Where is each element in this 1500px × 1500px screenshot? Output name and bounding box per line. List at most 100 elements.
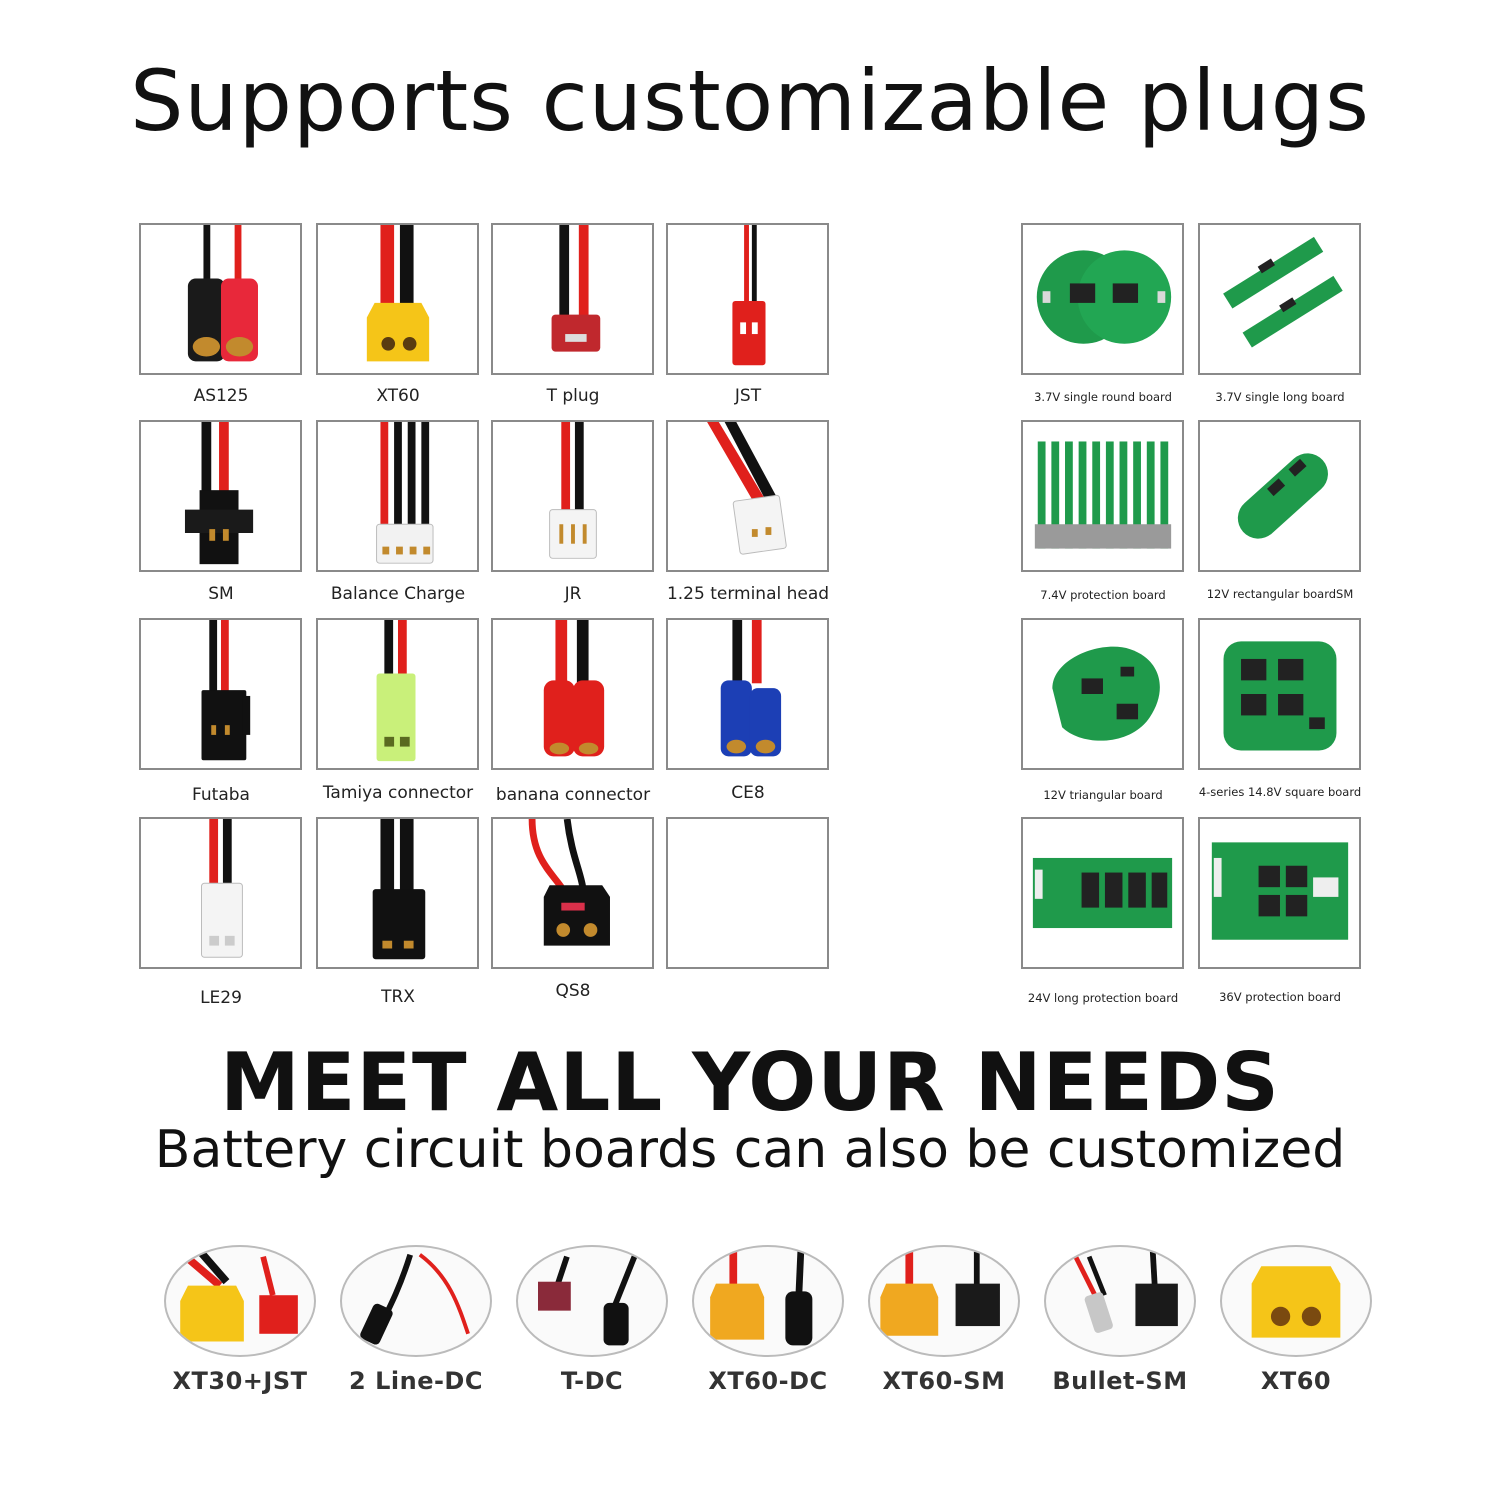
- combo-bullet-sm: Bullet-SM: [1044, 1245, 1196, 1395]
- board-cell-triangle: [1021, 618, 1184, 770]
- combo-oval: [692, 1245, 844, 1357]
- combo-label-xt60-dc: XT60-DC: [708, 1367, 828, 1395]
- board-label-24v: 24V long protection board: [1027, 991, 1179, 1005]
- combo-t-dc: T-DC: [516, 1245, 668, 1395]
- board-label-36v: 36V protection board: [1219, 990, 1341, 1004]
- plug-label-jr: JR: [564, 584, 582, 604]
- board-grid: 3.7V single round board 3.7V single long…: [1021, 223, 1361, 1013]
- square-board-icon: [1223, 641, 1337, 751]
- plug-cell-as125: [139, 223, 302, 375]
- plug-cell-ce8: [666, 618, 829, 770]
- board-cell-round: [1021, 223, 1184, 375]
- combo-label-2-line-dc: 2 Line-DC: [349, 1367, 483, 1395]
- xt60-combo-icon: [1251, 1266, 1341, 1338]
- plug-label-banana: banana connector: [495, 785, 651, 805]
- plug-label-qs8: QS8: [555, 981, 591, 1001]
- combo-label-xt60-sm: XT60-SM: [882, 1367, 1006, 1395]
- as125-plug-icon: [187, 225, 258, 362]
- terminal-head-plug-icon: [707, 422, 787, 555]
- sm-plug-icon: [184, 422, 254, 565]
- board-label-74v: 7.4V protection board: [1040, 588, 1166, 602]
- combo-label-t-dc: T-DC: [560, 1367, 624, 1395]
- plug-cell-t-plug: [491, 223, 654, 375]
- trx-plug-icon: [372, 819, 426, 960]
- xt60-dc-icon: [710, 1251, 813, 1346]
- xt60-plug-icon: [366, 225, 430, 362]
- jst-plug-icon: [732, 225, 766, 366]
- jr-plug-icon: [549, 422, 597, 559]
- xt30-jst-icon: [180, 1249, 298, 1342]
- plug-cell-empty: [666, 817, 829, 969]
- qs8-plug-icon: [528, 819, 610, 946]
- balance-charge-plug-icon: [376, 422, 434, 564]
- long-board-icon: [1223, 236, 1343, 348]
- combo-xt60-sm: XT60-SM: [868, 1245, 1020, 1395]
- combo-row: XT30+JST 2 Line-DC T-DC: [160, 1245, 1380, 1415]
- board-label-long: 3.7V single long board: [1215, 390, 1345, 404]
- futaba-plug-icon: [201, 620, 251, 761]
- board-label-round: 3.7V single round board: [1034, 390, 1172, 404]
- combo-oval: [516, 1245, 668, 1357]
- protection-board-36v-icon: [1211, 842, 1349, 940]
- plug-label-tamiya: Tamiya connector: [322, 783, 474, 803]
- xt60-sm-icon: [880, 1251, 1000, 1336]
- combo-label-xt60: XT60: [1260, 1367, 1332, 1395]
- ce8-plug-icon: [720, 620, 782, 757]
- plug-cell-terminal: [666, 420, 829, 572]
- le29-plug-icon: [201, 819, 243, 958]
- triangular-board-icon: [1052, 646, 1160, 741]
- combo-xt30-jst: XT30+JST: [164, 1245, 316, 1395]
- plug-cell-banana: [491, 618, 654, 770]
- plug-label-jst: JST: [734, 386, 762, 406]
- plug-cell-jr: [491, 420, 654, 572]
- board-label-12v-rect: 12V rectangular boardSM: [1206, 587, 1354, 601]
- plug-cell-tamiya: [316, 618, 479, 770]
- rectangular-board-icon: [1237, 453, 1328, 539]
- plug-label-t-plug: T plug: [546, 386, 600, 406]
- plug-cell-sm: [139, 420, 302, 572]
- board-label-square: 4-series 14.8V square board: [1198, 785, 1362, 799]
- combo-oval: [164, 1245, 316, 1357]
- board-label-triangle: 12V triangular board: [1043, 788, 1163, 802]
- headline: MEET ALL YOUR NEEDS: [220, 1036, 1280, 1129]
- plug-cell-balance: [316, 420, 479, 572]
- combo-oval: [868, 1245, 1020, 1357]
- board-cell-36v: [1198, 817, 1361, 969]
- board-cell-long: [1198, 223, 1361, 375]
- plug-label-le29: LE29: [200, 988, 242, 1008]
- combo-xt60: XT60: [1220, 1245, 1372, 1395]
- plug-label-trx: TRX: [381, 987, 415, 1007]
- board-cell-24v: [1021, 817, 1184, 969]
- plug-cell-qs8: [491, 817, 654, 969]
- round-board-icon: [1036, 250, 1172, 344]
- board-cell-12v-rect: [1198, 420, 1361, 572]
- plug-cell-le29: [139, 817, 302, 969]
- plug-cell-xt60: [316, 223, 479, 375]
- plug-grid: AS125 XT60 T plug JST: [139, 223, 829, 1013]
- long-protection-board-24v-icon: [1032, 857, 1173, 929]
- combo-xt60-dc: XT60-DC: [692, 1245, 844, 1395]
- plug-label-balance: Balance Charge: [330, 584, 466, 604]
- combo-2-line-dc: 2 Line-DC: [340, 1245, 492, 1395]
- board-cell-square: [1198, 618, 1361, 770]
- t-plug-icon: [551, 225, 601, 352]
- combo-label-bullet-sm: Bullet-SM: [1052, 1367, 1188, 1395]
- plug-label-sm: SM: [208, 584, 234, 604]
- plug-label-xt60: XT60: [376, 386, 420, 406]
- page-title: Supports customizable plugs: [130, 52, 1370, 150]
- t-dc-icon: [538, 1255, 638, 1346]
- bullet-sm-icon: [1073, 1251, 1178, 1333]
- combo-label-xt30-jst: XT30+JST: [172, 1367, 308, 1395]
- plug-cell-jst: [666, 223, 829, 375]
- combo-oval: [340, 1245, 492, 1357]
- line-dc-icon: [360, 1253, 470, 1345]
- plug-cell-futaba: [139, 618, 302, 770]
- banana-plug-icon: [543, 620, 605, 757]
- plug-label-futaba: Futaba: [192, 785, 250, 805]
- tamiya-plug-icon: [376, 620, 416, 762]
- protection-board-74v-icon: [1034, 441, 1172, 549]
- plug-label-ce8: CE8: [731, 783, 765, 803]
- board-cell-74v: [1021, 420, 1184, 572]
- plug-cell-trx: [316, 817, 479, 969]
- plug-label-terminal: 1.25 terminal head: [666, 584, 830, 604]
